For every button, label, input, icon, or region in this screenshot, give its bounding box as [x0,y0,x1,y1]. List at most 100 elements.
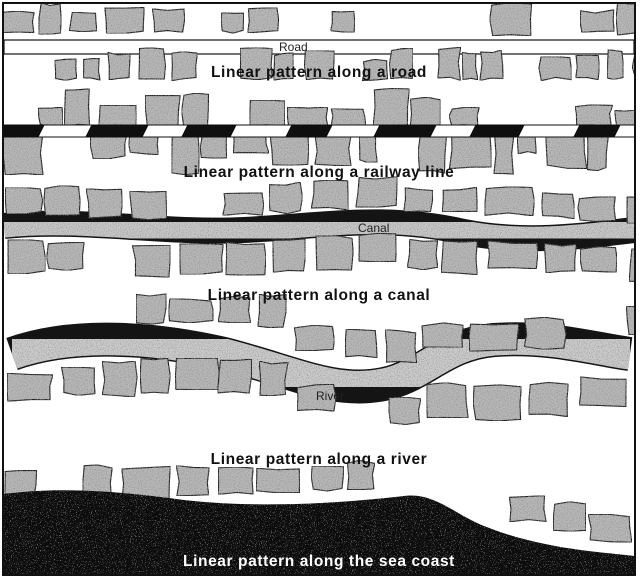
building-block [222,192,265,217]
building-block [171,51,199,82]
building-block [4,10,35,34]
building-block [631,55,634,75]
building-block [426,382,469,419]
building-block [296,383,337,412]
building-block [286,106,329,128]
railway-segment [85,124,149,138]
building-block [574,104,614,128]
building-block [128,190,168,221]
building-block [421,322,465,348]
railway-segment [573,124,621,138]
building-block [587,513,633,543]
building-block [168,298,214,324]
building-block [388,47,414,80]
building-block [528,381,569,418]
building-block [409,96,442,128]
caption-river: Linear pattern along a river [210,451,428,468]
building-block [310,465,345,492]
building-block [60,366,96,396]
building-block [441,186,478,213]
building-block [406,238,439,271]
building-block [216,358,253,394]
building-block [97,104,137,129]
building-block [220,12,245,34]
building-block [6,372,54,402]
building-block [577,196,617,222]
building-block [269,134,310,166]
building-block [54,58,78,81]
building-block [541,192,575,220]
panel-road: Road [4,4,634,82]
building-block [273,52,294,81]
building-block [538,56,572,82]
railway-segment [373,124,437,138]
building-block [104,6,145,35]
caption-canal: Linear pattern along a canal [207,287,431,304]
building-block [249,99,286,129]
building-block [361,58,389,82]
building-block [372,87,410,129]
building-block [437,46,462,82]
building-block [179,243,224,276]
building-block [181,92,210,127]
building-block [579,9,615,33]
building-block [384,329,418,364]
building-block [579,246,618,273]
panel-sea-coast [4,459,634,574]
building-block [625,305,634,336]
railway-segment [141,124,189,138]
building-block [484,186,535,217]
building-block [614,109,634,128]
building-block [626,196,634,224]
building-block [217,295,252,324]
railway-segment [4,124,45,138]
railway-segment [285,124,333,138]
building-block [479,49,504,82]
canal-label: Canal [358,221,389,235]
railway-segment [325,124,381,138]
building-block [272,238,306,273]
building-block [523,316,567,350]
building-block [461,51,479,81]
building-block [217,466,254,495]
building-block [89,133,128,160]
building-block [131,244,171,278]
building-block [310,179,350,211]
railway-segment [429,124,477,138]
building-block [257,293,287,329]
building-block [468,323,520,352]
building-block [628,247,634,282]
building-block [38,4,62,35]
settlement-patterns-diagram: Road Canal River [4,4,634,574]
building-block [46,241,85,272]
building-block [575,54,600,81]
building-block [107,51,131,81]
building-block [303,49,335,81]
railway-segment [517,124,581,138]
building-block [615,4,634,36]
panel-river: River [6,293,634,426]
building-block [606,49,624,81]
building-block [4,186,44,215]
building-block [486,240,539,270]
building-block [489,4,533,37]
building-block [151,8,186,33]
building-block [63,88,91,129]
building-block [543,242,577,274]
river-label: River [316,389,344,403]
caption-road: Linear pattern along a road [210,64,427,81]
railway-segment [181,124,237,138]
building-block [578,376,627,408]
building-block [37,106,64,128]
caption-railway: Linear pattern along a railway line [183,164,455,181]
building-block [508,495,547,523]
building-block [255,467,301,494]
building-block [358,232,397,263]
panel-railway [4,87,634,176]
building-block [139,357,171,394]
building-block [268,181,304,215]
building-block [388,396,422,426]
building-block [68,11,98,33]
building-block [85,188,123,219]
building-block [293,324,335,352]
